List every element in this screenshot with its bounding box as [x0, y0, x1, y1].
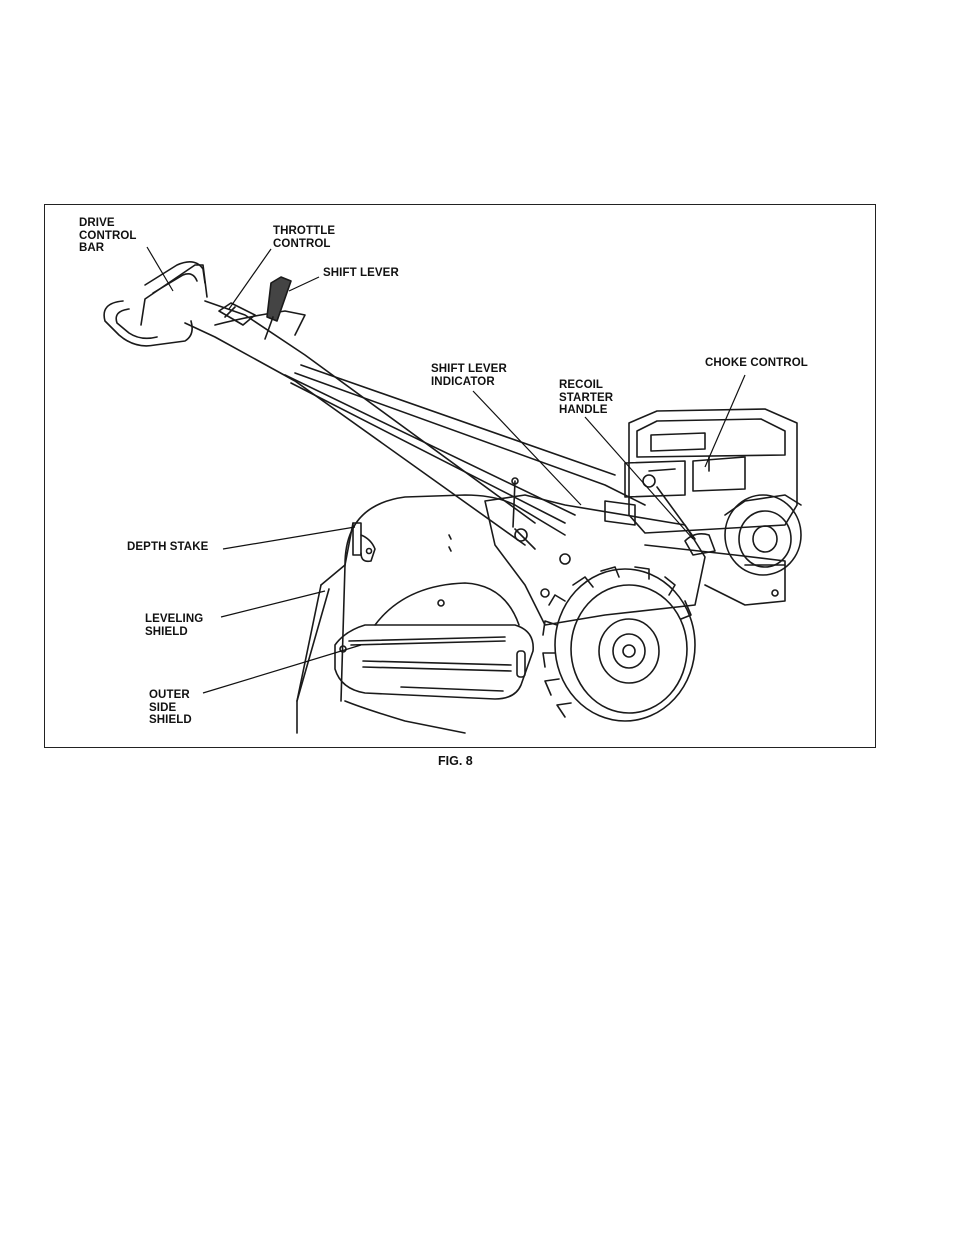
outer-side-shield	[335, 583, 533, 699]
label-outer-side-shield: OUTER SIDE SHIELD	[149, 689, 192, 727]
recoil-starter	[725, 495, 801, 575]
label-choke-control: CHOKE CONTROL	[705, 357, 808, 370]
label-throttle-control: THROTTLE CONTROL	[273, 225, 335, 250]
depth-stake	[353, 523, 375, 561]
throttle-control	[219, 303, 255, 325]
figure-caption: FIG. 8	[438, 754, 473, 768]
tiller-diagram	[45, 205, 877, 749]
wheel	[543, 567, 695, 721]
leveling-shield	[297, 589, 329, 733]
label-drive-control-bar: DRIVE CONTROL BAR	[79, 217, 137, 255]
shift-lever-knob	[265, 277, 291, 339]
label-shift-lever: SHIFT LEVER	[323, 267, 399, 280]
label-depth-stake: DEPTH STAKE	[127, 541, 208, 554]
handle-grip-left	[104, 301, 192, 346]
handlebar-shaft	[185, 323, 525, 545]
label-recoil-starter-handle: RECOIL STARTER HANDLE	[559, 379, 613, 417]
handle-grip-right	[145, 262, 205, 293]
label-leveling-shield: LEVELING SHIELD	[145, 613, 203, 638]
label-shift-lever-indicator: SHIFT LEVER INDICATOR	[431, 363, 507, 388]
figure-frame: DRIVE CONTROL BAR THROTTLE CONTROL SHIFT…	[44, 204, 876, 748]
drive-control-bar	[141, 265, 207, 325]
